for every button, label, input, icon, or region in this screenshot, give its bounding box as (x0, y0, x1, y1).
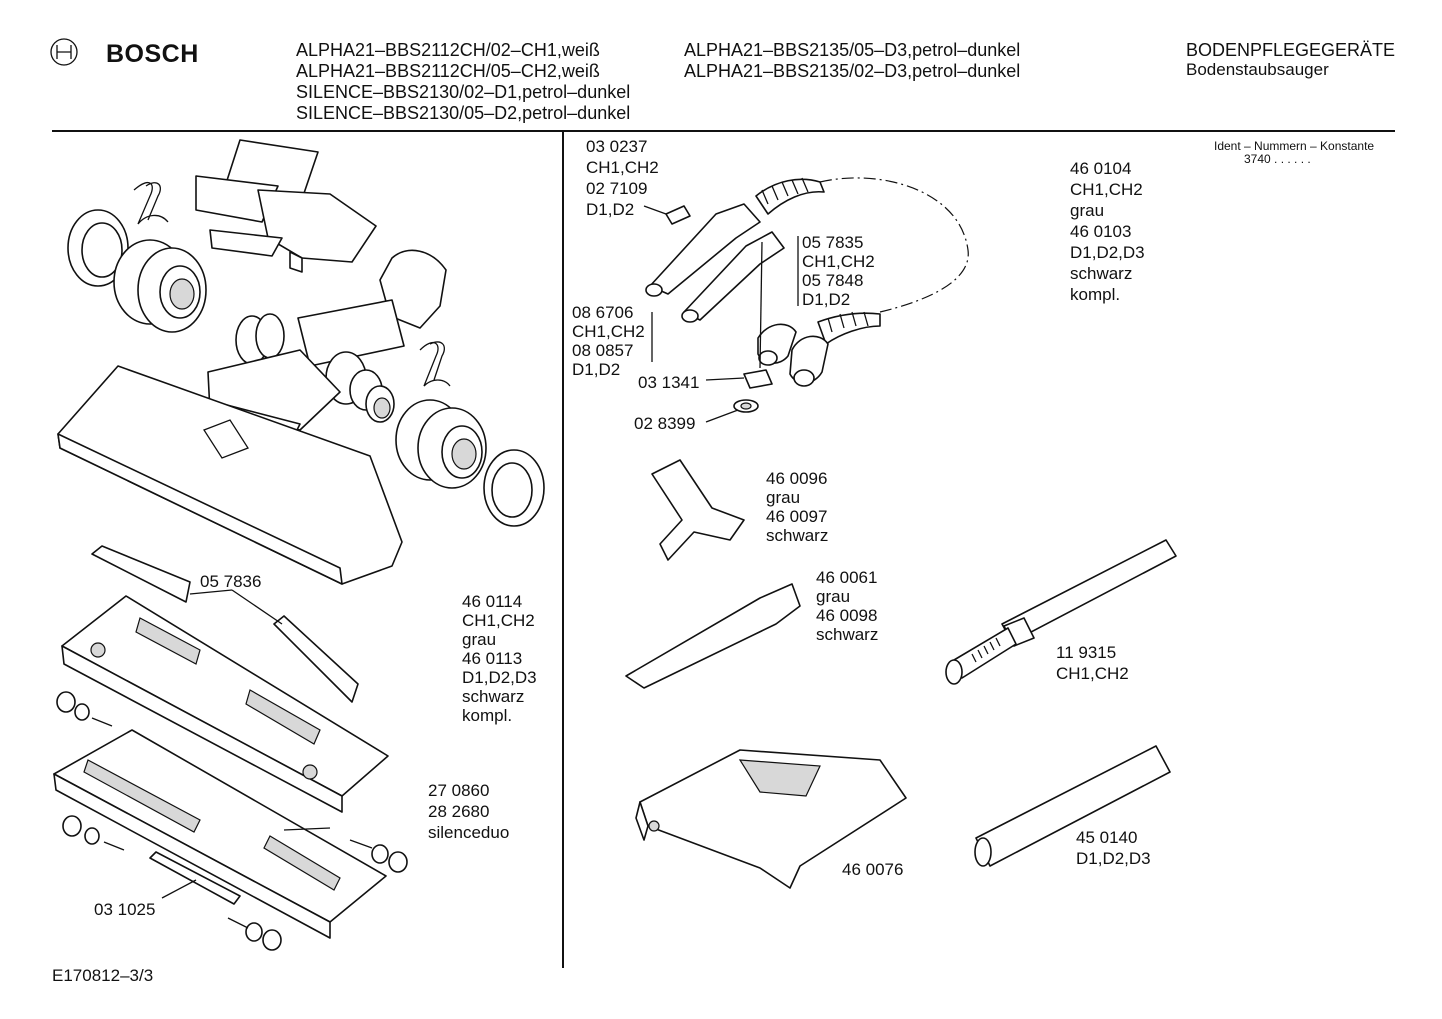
elbow-piece-part (757, 323, 797, 366)
label-line: D1,D2 (572, 360, 621, 379)
label-line: kompl. (462, 706, 513, 725)
nozzle-cover-part (195, 139, 377, 273)
label-line: D1,D2,D3 (462, 668, 537, 687)
label-line: 08 6706 (572, 303, 634, 322)
part-label-031025: 03 1025 (94, 900, 156, 919)
model-line: ALPHA21–BBS2135/02–D3,petrol–dunkel (684, 61, 1021, 81)
label-line: schwarz (766, 526, 829, 545)
label-line: CH1,CH2 (802, 252, 875, 271)
model-line: SILENCE–BBS2130/02–D1,petrol–dunkel (296, 82, 631, 102)
part-label-028399: 02 8399 (634, 414, 696, 433)
label-line: schwarz (462, 687, 525, 706)
nozzle-base-part (57, 365, 403, 585)
model-line: SILENCE–BBS2130/05–D2,petrol–dunkel (296, 103, 631, 123)
bosch-logo-icon (50, 38, 78, 66)
label-line: grau (1070, 201, 1105, 220)
telescopic-tube-part (945, 539, 1177, 685)
label-line: 46 0061 (816, 568, 878, 587)
label-line: grau (816, 587, 851, 606)
brand-name: BOSCH (106, 40, 199, 68)
brush-strip-upper-part (91, 545, 359, 703)
part-label-460076: 46 0076 (842, 860, 904, 879)
hose-assembly-part (755, 177, 969, 387)
label-line: 46 0113 (462, 649, 523, 668)
ident-label: Ident – Nummern – Konstante (1214, 139, 1375, 153)
small-clip-part (665, 205, 691, 225)
label-line: silenceduo (428, 823, 510, 842)
label-line: D1,D2 (802, 290, 851, 309)
straight-tube-part (974, 745, 1171, 867)
label-line: 46 0096 (766, 469, 828, 488)
model-line: ALPHA21–BBS2112CH/05–CH2,weiß (296, 61, 600, 81)
label-line: 46 0104 (1070, 159, 1132, 178)
wheel-right-part (395, 399, 487, 489)
tool-holder-part (635, 749, 907, 889)
footer-code: E170812–3/3 (52, 966, 154, 985)
label-line: CH1,CH2 (586, 158, 659, 177)
subcategory-title: Bodenstaubsauger (1186, 60, 1329, 79)
label-line: 46 0098 (816, 606, 878, 625)
handle-tube-part (645, 203, 785, 323)
crevice-tool-part (625, 583, 801, 689)
label-line: 46 0097 (766, 507, 828, 526)
label-line: 46 0103 (1070, 222, 1132, 241)
part-label-057836: 05 7836 (200, 572, 262, 591)
label-line: CH1,CH2 (1070, 180, 1143, 199)
label-line: 45 0140 (1076, 828, 1138, 847)
roller-pins-lower-part (62, 815, 408, 951)
model-line: ALPHA21–BBS2135/05–D3,petrol–dunkel (684, 40, 1021, 60)
label-line: schwarz (816, 625, 879, 644)
clip-left-part (133, 181, 169, 225)
label-line: grau (766, 488, 801, 507)
label-line: D1,D2,D3 (1076, 849, 1151, 868)
label-line: CH1,CH2 (462, 611, 535, 630)
category-title: BODENPFLEGEGERÄTE (1186, 40, 1396, 60)
label-line: D1,D2,D3 (1070, 243, 1145, 262)
upholstery-nozzle-part (651, 459, 745, 561)
label-line: CH1,CH2 (572, 322, 645, 341)
seal-washer-part (733, 399, 759, 413)
clip-right-part (419, 341, 451, 387)
model-line: ALPHA21–BBS2112CH/02–CH1,weiß (296, 40, 600, 60)
label-line: schwarz (1070, 264, 1133, 283)
label-line: 05 7848 (802, 271, 864, 290)
label-line: CH1,CH2 (1056, 664, 1129, 683)
part-label-031341: 03 1341 (638, 373, 700, 392)
seal-strip-part (149, 851, 241, 905)
ring-left-part (67, 209, 129, 287)
hose-clamp-part (743, 369, 773, 389)
label-line: 27 0860 (428, 781, 490, 800)
label-line: 05 7835 (802, 233, 864, 252)
label-line: D1,D2 (586, 200, 635, 219)
label-line: 03 0237 (586, 137, 648, 156)
wheel-left-part (113, 239, 207, 333)
label-line: 46 0114 (462, 592, 523, 611)
brush-plate-lower-part (53, 729, 387, 939)
ident-value: 3740 . . . . . . (1244, 152, 1311, 166)
brush-plate-upper-part (61, 595, 389, 813)
ring-right-part (483, 449, 545, 527)
label-line: grau (462, 630, 497, 649)
label-line: 02 7109 (586, 179, 648, 198)
roller-pins-upper-part (56, 691, 113, 727)
label-line: 28 2680 (428, 802, 490, 821)
label-line: 08 0857 (572, 341, 634, 360)
label-line: kompl. (1070, 285, 1121, 304)
label-line: 11 9315 (1056, 643, 1117, 662)
